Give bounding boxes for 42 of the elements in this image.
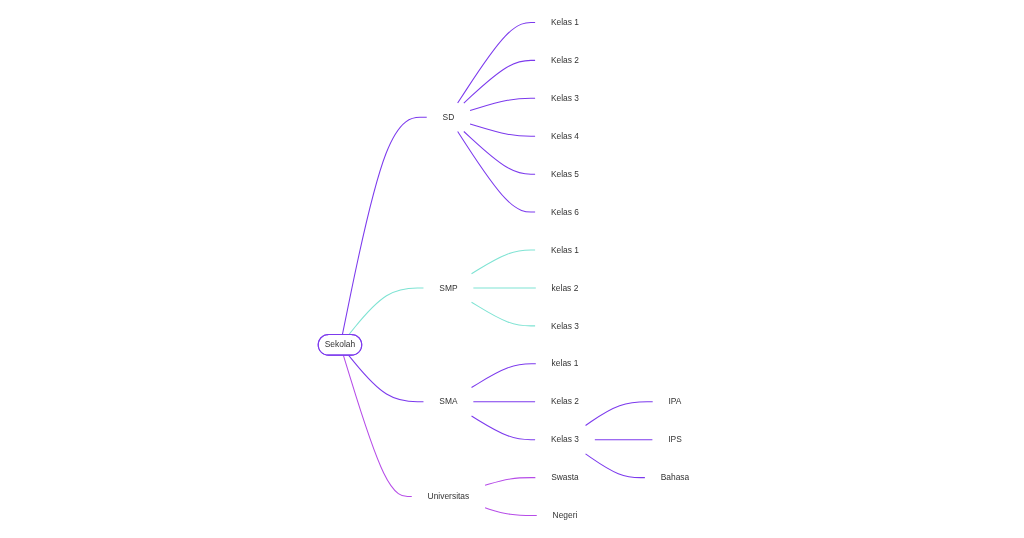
node-text: Kelas 2 xyxy=(551,55,580,65)
node-text: Swasta xyxy=(551,472,580,482)
node-text: Kelas 1 xyxy=(551,245,580,255)
connector xyxy=(457,21,536,104)
connector xyxy=(348,354,425,403)
connector xyxy=(484,477,537,486)
connector xyxy=(471,301,536,327)
connector xyxy=(463,130,536,175)
node-text: IPS xyxy=(668,434,683,444)
connector xyxy=(471,363,537,389)
connector xyxy=(463,59,536,104)
node-text: Bahasa xyxy=(661,472,690,482)
connector xyxy=(473,287,537,289)
node-text: kelas 2 xyxy=(551,283,579,293)
connector xyxy=(585,453,646,479)
node-text: Kelas 3 xyxy=(551,93,580,103)
node-text: Negeri xyxy=(552,510,578,520)
connector xyxy=(471,415,536,441)
node-text: IPA xyxy=(668,397,682,406)
node-text: kelas 1 xyxy=(551,359,579,369)
connector xyxy=(473,401,536,403)
node-text: Kelas 1 xyxy=(551,17,580,27)
connector xyxy=(342,116,428,336)
connector xyxy=(343,354,413,498)
node-text: Universitas xyxy=(427,491,470,501)
node-text: SMA xyxy=(439,397,458,406)
node-text: SMP xyxy=(439,283,458,293)
connector xyxy=(469,97,536,112)
connector xyxy=(457,130,536,213)
connector xyxy=(585,401,654,426)
node-text: SD xyxy=(442,112,455,122)
connector xyxy=(471,249,536,275)
node-text: Kelas 5 xyxy=(551,169,580,179)
node-text: Kelas 6 xyxy=(551,207,580,217)
connector xyxy=(469,123,536,137)
node-text: Kelas 3 xyxy=(551,434,580,444)
connector xyxy=(594,439,654,441)
connector xyxy=(484,507,538,517)
connector xyxy=(348,287,425,336)
node-text: Kelas 2 xyxy=(551,397,580,406)
node-text: Kelas 4 xyxy=(551,131,580,141)
node-text: Kelas 3 xyxy=(551,321,580,331)
